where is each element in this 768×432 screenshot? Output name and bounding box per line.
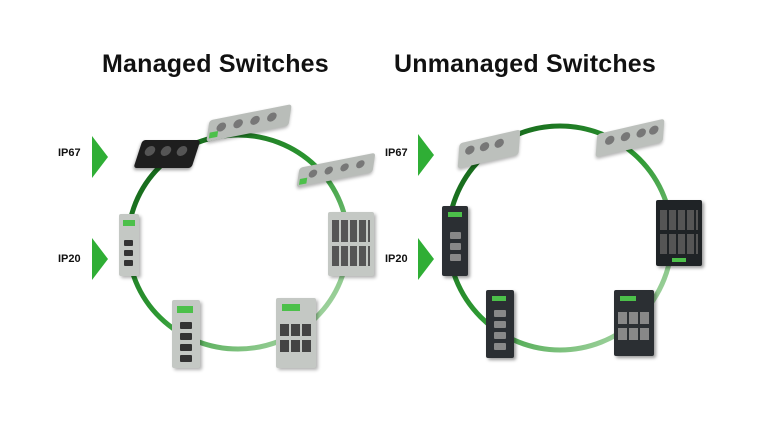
unmanaged-ip20-bottom-right-switch — [614, 290, 654, 356]
ip20-label-right: IP20 — [385, 253, 408, 265]
unmanaged-ip20-bottom-left-switch — [486, 290, 514, 358]
ip67-arrow-left — [92, 136, 108, 178]
managed-switches-title: Managed Switches — [102, 50, 329, 78]
ip67-arrow-right — [418, 134, 434, 176]
managed-ip20-bottom-left-switch — [172, 300, 200, 368]
ip20-arrow-left — [92, 238, 108, 280]
unmanaged-switches-title: Unmanaged Switches — [394, 50, 656, 78]
managed-ip67-black-switch — [133, 140, 201, 168]
unmanaged-ip20-large-switch — [656, 200, 702, 266]
ip67-label-right: IP67 — [385, 147, 408, 159]
managed-ip20-large-switch — [328, 212, 374, 276]
unmanaged-ip20-slim-switch — [442, 206, 468, 276]
managed-ip20-bottom-right-switch — [276, 298, 316, 368]
ip20-label-left: IP20 — [58, 253, 81, 265]
ip20-arrow-right — [418, 238, 434, 280]
managed-ip20-slim-switch — [119, 214, 139, 276]
ip67-label-left: IP67 — [58, 147, 81, 159]
